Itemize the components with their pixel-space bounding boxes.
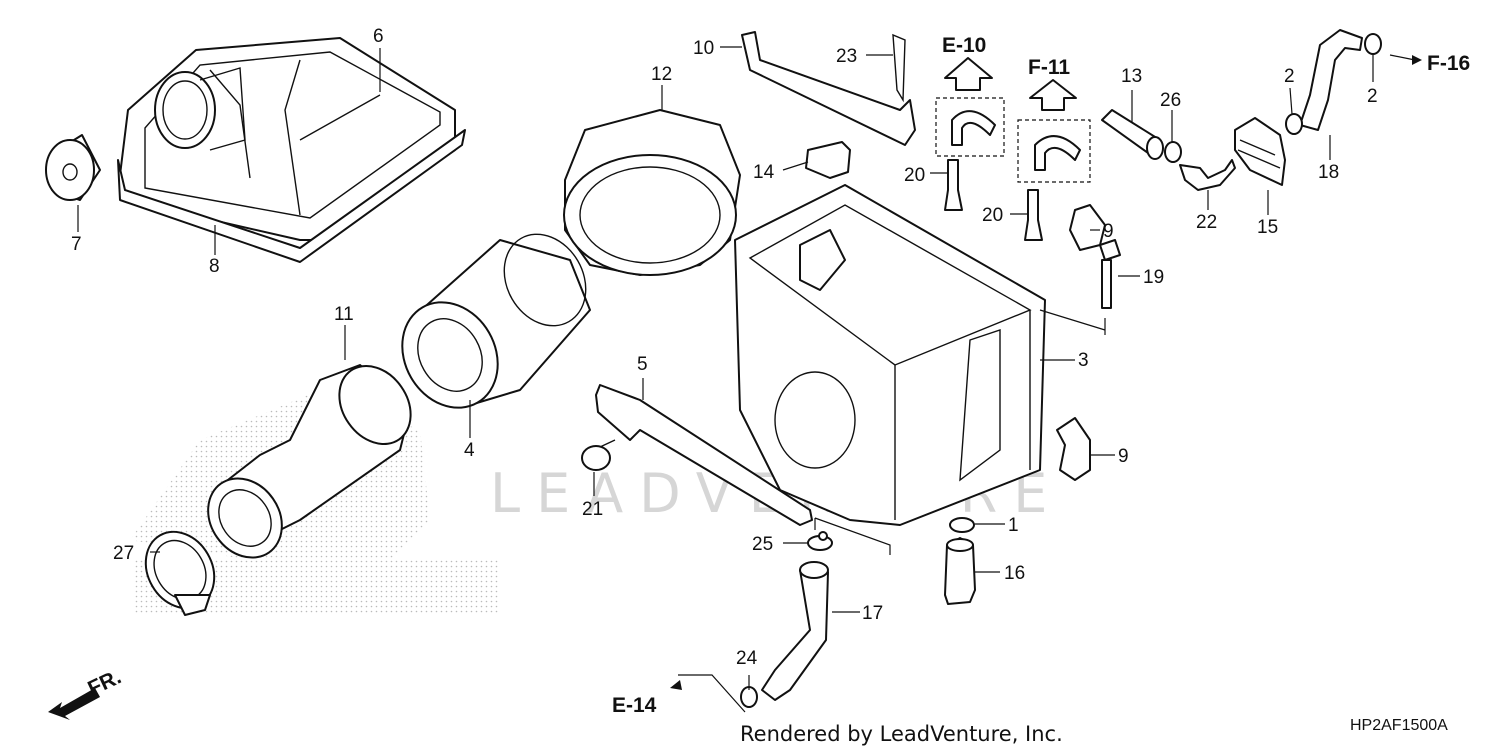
part-8-gasket[interactable] (117, 129, 466, 263)
callout-20a: 20 (904, 165, 925, 186)
part-26-clamp[interactable] (1164, 141, 1182, 163)
e10-up-arrow (944, 57, 993, 91)
part-12-air-filter-element[interactable] (563, 109, 741, 276)
callout-7: 7 (71, 234, 82, 255)
part-25-clip[interactable] (807, 531, 833, 551)
part-13-tube[interactable] (1101, 109, 1164, 160)
footer-credit: Rendered by LeadVenture, Inc. (740, 722, 1063, 746)
callout-9b: 9 (1118, 446, 1129, 467)
part-3-air-cleaner-case[interactable] (734, 184, 1046, 526)
ref-e10[interactable]: E-10 (942, 34, 986, 57)
leader-lines (77, 46, 1416, 713)
part-9-clip-upper[interactable] (1069, 204, 1106, 251)
ref-f11[interactable]: F-11 (1028, 56, 1070, 79)
part-16-drain-plug[interactable] (944, 537, 976, 605)
callout-24: 24 (736, 648, 758, 669)
part-21-clip[interactable] (581, 439, 616, 471)
part-18-breather-tube[interactable] (1299, 29, 1363, 131)
callout-12: 12 (651, 64, 672, 85)
callout-13: 13 (1121, 66, 1142, 87)
e14-arrow (670, 680, 682, 690)
callout-4: 4 (464, 440, 475, 461)
part-2-clamp-a[interactable] (1285, 113, 1303, 135)
ref-e14[interactable]: E-14 (612, 694, 657, 717)
part-1-clip[interactable] (949, 517, 975, 533)
part-20-drain-cap-b[interactable] (1024, 189, 1043, 241)
part-19-bolt[interactable] (1099, 239, 1121, 309)
callout-15: 15 (1257, 217, 1278, 238)
callout-9a: 9 (1103, 221, 1114, 242)
ref-f16[interactable]: F-16 (1427, 52, 1470, 75)
part-27-band[interactable] (132, 519, 227, 620)
callout-22: 22 (1196, 212, 1217, 233)
callout-19: 19 (1143, 267, 1164, 288)
callout-2b: 2 (1367, 86, 1378, 107)
f11-up-arrow (1029, 79, 1077, 111)
part-14-pad[interactable] (805, 141, 851, 179)
callout-20b: 20 (982, 205, 1003, 226)
part-22-joint[interactable] (1179, 159, 1236, 191)
part-2-clamp-b[interactable] (1364, 33, 1382, 55)
part-4-element-holder[interactable] (384, 219, 602, 425)
callout-17: 17 (862, 603, 883, 624)
callout-18: 18 (1318, 162, 1339, 183)
part-6-air-cleaner-cover[interactable] (119, 37, 456, 241)
callout-21: 21 (582, 499, 603, 520)
part-11-connecting-tube[interactable] (193, 352, 425, 572)
callout-6: 6 (373, 26, 384, 47)
callout-27: 27 (113, 543, 134, 564)
callout-3: 3 (1078, 350, 1089, 371)
part-17-drain-tube[interactable] (761, 561, 829, 701)
f16-arrow (1412, 55, 1422, 65)
callout-2a: 2 (1284, 66, 1295, 87)
part-5-bracket[interactable] (595, 384, 813, 526)
diagram-code: HP2AF1500A (1350, 717, 1448, 734)
callout-25: 25 (752, 534, 773, 555)
part-23-pin[interactable] (892, 33, 906, 103)
part-9-clip-lower[interactable] (1056, 417, 1091, 481)
callout-14: 14 (753, 162, 775, 183)
callout-16: 16 (1004, 563, 1025, 584)
part-20-drain-cap-a[interactable] (944, 159, 963, 211)
callout-5: 5 (637, 354, 648, 375)
e10-reference-box (935, 97, 1005, 157)
callout-1: 1 (1008, 515, 1019, 536)
part-10-strap[interactable] (741, 31, 916, 146)
f11-reference-box (1017, 119, 1091, 183)
callout-10: 10 (693, 38, 714, 59)
callout-8: 8 (209, 256, 220, 277)
front-direction-arrow (48, 688, 100, 720)
callout-11: 11 (334, 304, 354, 325)
callout-numbers: 6 7 8 11 4 12 10 23 14 20 20 9 19 3 5 9 … (71, 26, 1378, 669)
part-7-grommet[interactable] (45, 134, 101, 201)
callout-26: 26 (1160, 90, 1181, 111)
callout-23: 23 (836, 46, 857, 67)
part-15-breather-separator[interactable] (1234, 117, 1286, 186)
